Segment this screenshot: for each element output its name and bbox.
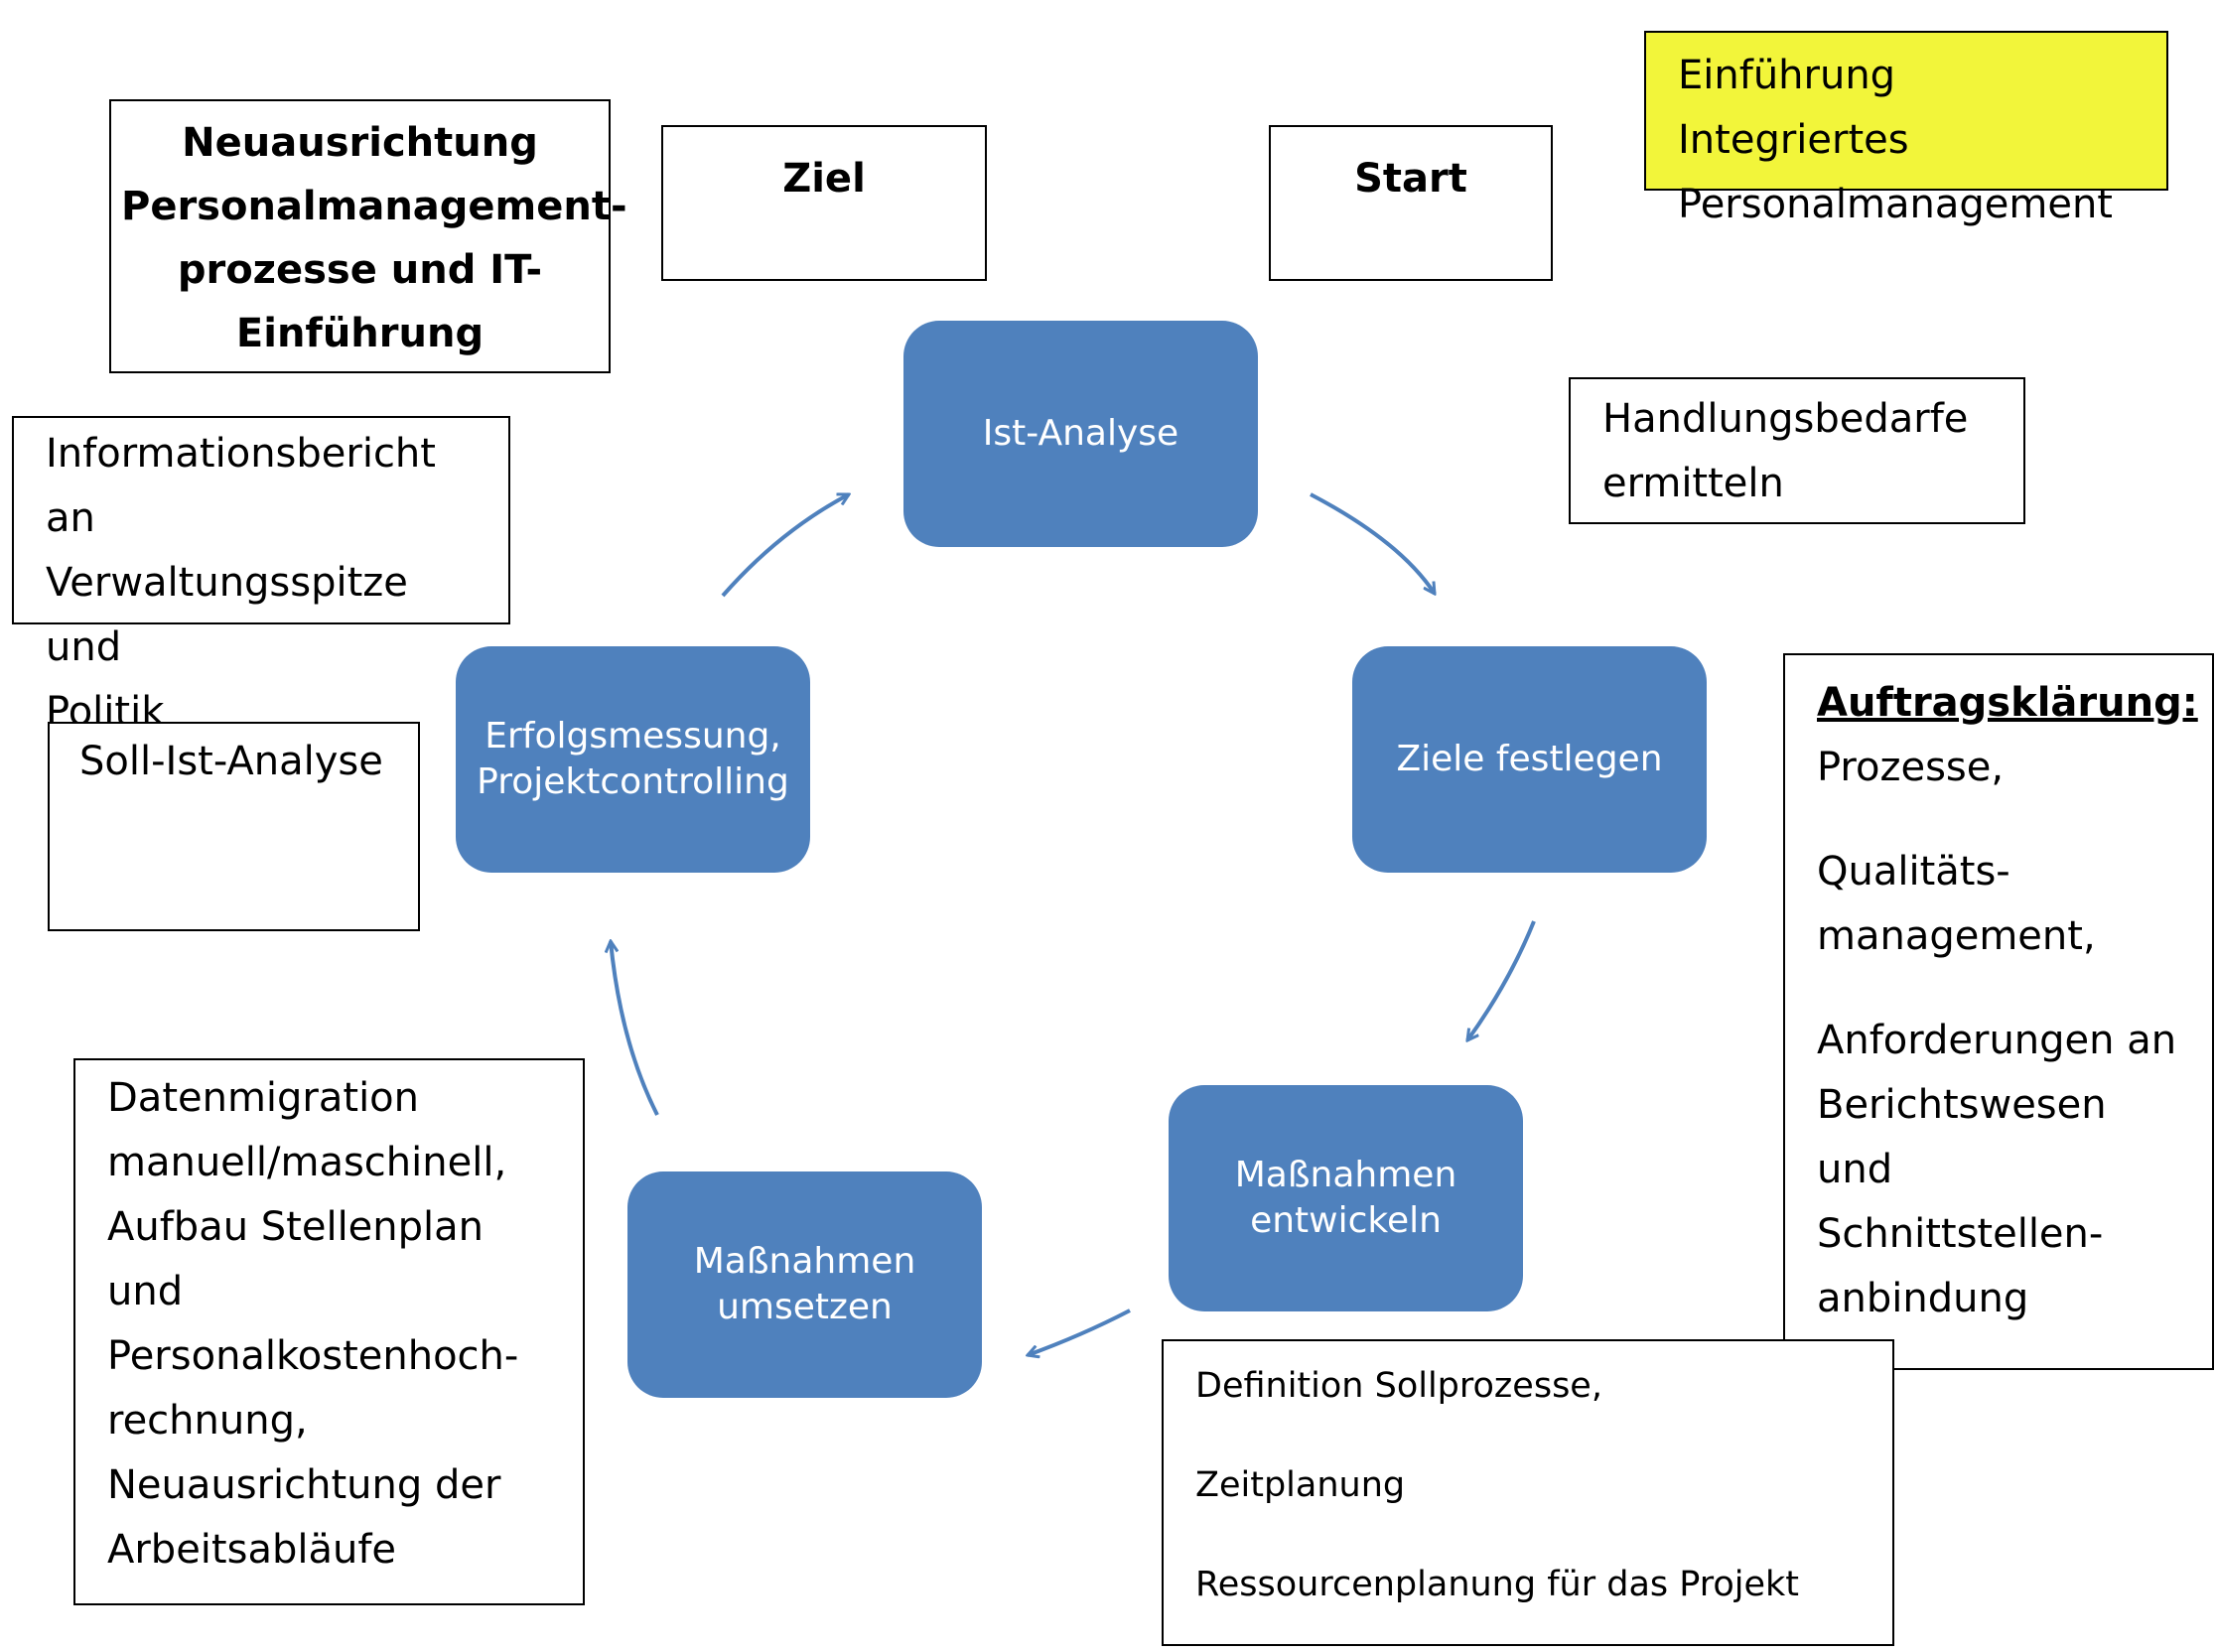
arrow-umsetzen-to-erfolg	[611, 941, 659, 1116]
arrow-ist-to-ziele	[1310, 492, 1435, 594]
title-line-3: prozesse und IT-	[177, 247, 543, 293]
arrow-entwickeln-to-umsetzen	[1028, 1308, 1131, 1355]
auftragsklaerung-heading: Auftragsklärung:	[1817, 680, 2198, 726]
node-umsetzen-line-2: umsetzen	[717, 1287, 893, 1327]
node-entwickeln-line-2: entwickeln	[1250, 1200, 1442, 1241]
title-line-4: Einführung	[235, 311, 485, 356]
highlight-line-2: Personalmanagement	[1678, 182, 2113, 227]
node-massnahmen-umsetzen: Maßnahmen umsetzen	[627, 1171, 982, 1398]
auftrag-item-anforderungen-3: Schnittstellen-	[1817, 1211, 2104, 1257]
definition-box: Definition Sollprozesse, Zeitplanung Res…	[1162, 1339, 1894, 1646]
auftrag-item-qualitaet-2: management,	[1817, 913, 2096, 959]
auftrag-item-anforderungen-1: Anforderungen an	[1817, 1018, 2177, 1063]
node-ziele-festlegen-label: Ziele festlegen	[1396, 739, 1663, 779]
informationsbericht-box: Informationsbericht an Verwaltungsspitze…	[12, 416, 510, 735]
soll-ist-box: Soll-Ist-Analyse	[48, 722, 420, 931]
auftrag-item-prozesse: Prozesse,	[1817, 745, 2005, 790]
title-line-1: Neuausrichtung	[182, 120, 538, 166]
ziel-label: Ziel	[782, 156, 866, 202]
datenmigration-line-6: Neuausrichtung der	[107, 1462, 501, 1508]
definition-line-2: Zeitplanung	[1195, 1465, 1406, 1505]
node-ist-analyse-label: Ist-Analyse	[982, 413, 1179, 454]
informationsbericht-line-1: Informationsbericht an	[46, 431, 436, 541]
datenmigration-line-1: Datenmigration	[107, 1075, 420, 1121]
highlight-line-1: Einführung Integriertes	[1678, 53, 1909, 163]
title-box: Neuausrichtung Personalmanagement- proze…	[109, 99, 627, 373]
arrow-ziele-to-entwickeln	[1467, 920, 1536, 1040]
title-line-2: Personalmanagement-	[121, 184, 627, 229]
arrow-erfolg-to-ist	[721, 492, 849, 598]
informationsbericht-line-2: Verwaltungsspitze und	[46, 560, 408, 670]
node-erfolgsmessung: Erfolgsmessung, Projektcontrolling	[456, 646, 810, 873]
node-umsetzen-line-1: Maßnahmen	[693, 1241, 916, 1282]
start-label: Start	[1354, 156, 1467, 202]
auftrag-item-qualitaet-1: Qualitäts-	[1817, 849, 2010, 895]
datenmigration-line-5: rechnung,	[107, 1398, 308, 1444]
auftrag-item-anforderungen-2: Berichtswesen und	[1817, 1082, 2107, 1192]
node-ist-analyse: Ist-Analyse	[903, 321, 1258, 547]
datenmigration-box: Datenmigration manuell/maschinell, Aufba…	[73, 1058, 585, 1605]
soll-ist-label: Soll-Ist-Analyse	[79, 739, 383, 784]
datenmigration-line-3: Aufbau Stellenplan und	[107, 1204, 485, 1314]
highlight-box: Einführung Integriertes Personalmanageme…	[1644, 31, 2168, 227]
node-ziele-festlegen: Ziele festlegen	[1352, 646, 1707, 873]
datenmigration-line-4: Personalkostenhoch-	[107, 1333, 519, 1379]
node-erfolgsmessung-line-2: Projektcontrolling	[477, 761, 789, 802]
node-erfolgsmessung-line-1: Erfolgsmessung,	[485, 716, 781, 757]
auftrag-item-anforderungen-4: anbindung	[1817, 1276, 2029, 1321]
node-entwickeln-line-1: Maßnahmen	[1234, 1155, 1457, 1195]
handlungsbedarfe-line-1: Handlungsbedarfe	[1602, 396, 1969, 442]
node-massnahmen-entwickeln: Maßnahmen entwickeln	[1169, 1085, 1523, 1311]
handlungsbedarfe-line-2: ermitteln	[1602, 461, 1784, 506]
auftragsklaerung-box: Auftragsklärung: Prozesse, Qualitäts- ma…	[1783, 653, 2214, 1370]
handlungsbedarfe-box: Handlungsbedarfe ermitteln	[1569, 377, 2025, 524]
start-box: Start	[1269, 125, 1553, 281]
datenmigration-line-7: Arbeitsabläufe	[107, 1527, 397, 1573]
definition-line-1: Definition Sollprozesse,	[1195, 1366, 1602, 1406]
datenmigration-line-2: manuell/maschinell,	[107, 1140, 507, 1185]
ziel-box: Ziel	[661, 125, 987, 281]
definition-line-3: Ressourcenplanung für das Projekt	[1195, 1565, 1800, 1604]
